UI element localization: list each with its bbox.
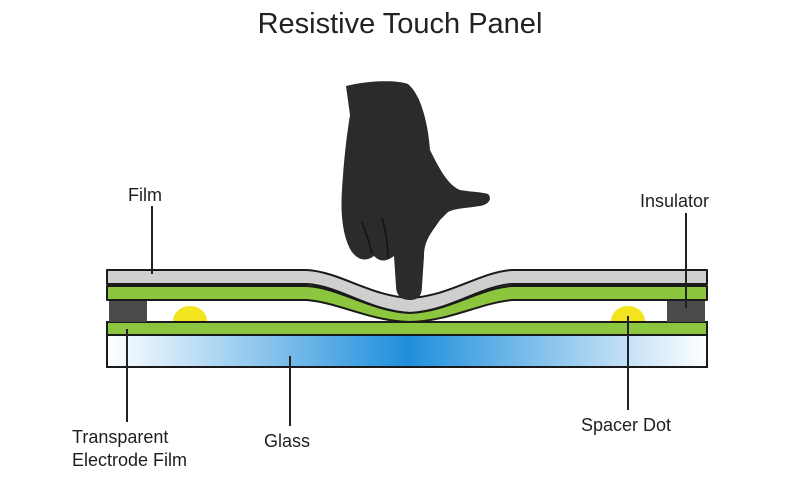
label-electrode-line2: Electrode Film [72,450,188,470]
glass-layer [106,334,708,368]
label-spacer-dot: Spacer Dot [581,415,672,435]
lower-electrode-film [106,321,708,336]
insulator-left [109,300,147,322]
upper-electrode-film [106,285,708,323]
label-electrode-line1: Transparent [72,427,169,447]
diagram-title: Resistive Touch Panel [257,8,543,40]
spacer-dot-left [173,306,207,321]
spacer-dot-right [611,306,645,321]
label-insulator: Insulator [640,191,710,211]
label-transparent-electrode-film: Transparent Electrode Film [72,426,187,472]
insulator-right [667,300,705,322]
pointing-finger-icon [341,81,490,300]
label-glass: Glass [264,431,311,451]
label-film: Film [128,185,162,205]
